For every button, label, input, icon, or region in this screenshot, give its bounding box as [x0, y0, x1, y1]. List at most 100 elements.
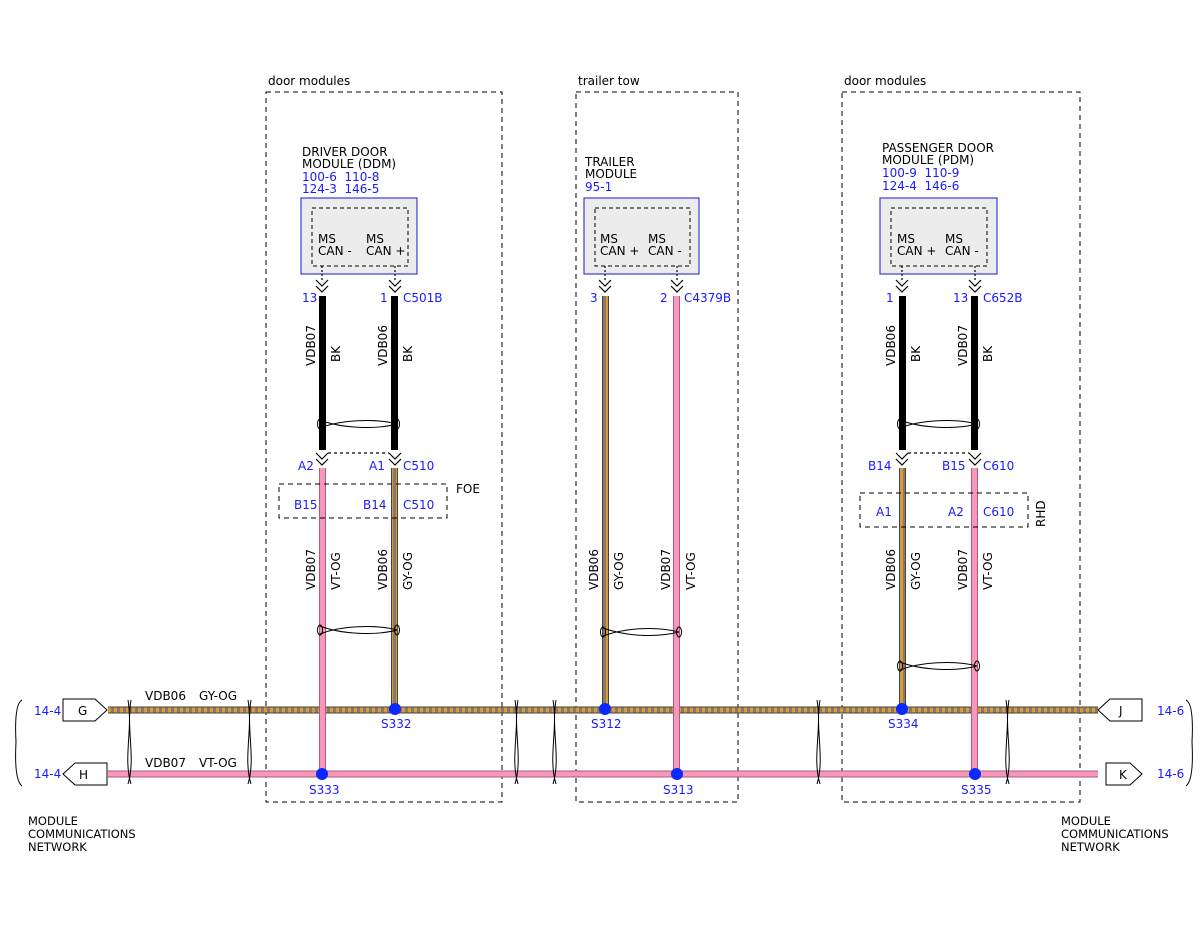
- tag-g: G: [78, 704, 87, 718]
- splice-s333-dot: [316, 768, 328, 780]
- ddm-lower-color-b: GY-OG: [401, 552, 415, 590]
- ddm-inline-connector: C510: [403, 459, 434, 473]
- pdm-wire-b-upper: [971, 296, 978, 450]
- foe-connector: C510: [403, 498, 434, 512]
- ddm-port-2-line1: MS: [366, 232, 384, 246]
- pdm-port-2-line2: CAN -: [945, 244, 979, 258]
- trailer-wire-a: [602, 296, 609, 710]
- ddm-name-1: DRIVER DOOR: [302, 145, 388, 159]
- tag-k: K: [1119, 768, 1128, 782]
- ddm-wire-a-lower: [319, 468, 326, 774]
- ddm-port-1-line2: CAN -: [318, 244, 352, 258]
- trailer-circuit-a: VDB06: [587, 549, 601, 590]
- trailer-port-2-line1: MS: [648, 232, 666, 246]
- network-right-line1: MODULE: [1061, 814, 1111, 828]
- splices: S332 S333 S312 S313 S334 S335: [309, 703, 992, 797]
- group-label-left: door modules: [268, 74, 350, 88]
- bus-top-circuit: VDB06: [145, 689, 186, 703]
- pdm-inline-pin-a: B14: [868, 459, 892, 473]
- connector-k: K 14-6: [1105, 762, 1184, 786]
- ddm-ref-2: 124-3 146-5: [302, 182, 379, 196]
- pdm-pin-b: 13: [953, 291, 968, 305]
- ddm-color-a: BK: [329, 345, 343, 362]
- pdm-ref-1: 100-9 110-9: [882, 166, 959, 180]
- connector-g: 14-4 G: [34, 698, 108, 722]
- ddm-lower-color-a: VT-OG: [329, 552, 343, 590]
- bus-twists: [127, 699, 1010, 785]
- trailer-pin-b: 2: [660, 291, 668, 305]
- trailer-color-b: VT-OG: [684, 552, 698, 590]
- trailer-ref-1: 95-1: [585, 180, 612, 194]
- group-box-right: door modules: [841, 74, 1081, 803]
- network-caption-left: MODULE COMMUNICATIONS NETWORK: [28, 814, 136, 854]
- trailer-port-2-line2: CAN -: [648, 244, 682, 258]
- pdm-port-2-line1: MS: [945, 232, 963, 246]
- network-left-line3: NETWORK: [28, 840, 87, 854]
- trailer-connector: C4379B: [684, 291, 731, 305]
- trailer-name-2: MODULE: [585, 167, 637, 181]
- pdm-color-a: BK: [909, 345, 923, 362]
- network-right-line3: NETWORK: [1061, 840, 1120, 854]
- pdm-wire-b-lower: [971, 468, 978, 774]
- network-left-line2: COMMUNICATIONS: [28, 827, 136, 841]
- ddm-wire-b-lower: [391, 468, 398, 710]
- splice-s312-dot: [599, 703, 611, 715]
- group-label-right: door modules: [844, 74, 926, 88]
- passenger-door-module: PASSENGER DOOR MODULE (PDM) 100-9 110-9 …: [879, 141, 998, 275]
- connector-h: 14-4 H: [34, 762, 108, 786]
- group-box-middle: trailer tow: [575, 74, 739, 803]
- rhd-pin-b: A2: [948, 505, 964, 519]
- pdm-name-1: PASSENGER DOOR: [882, 141, 994, 155]
- splice-s313: S313: [663, 783, 694, 797]
- splice-s313-dot: [671, 768, 683, 780]
- ref-right-top: 14-6: [1157, 704, 1184, 718]
- brace-right: [1185, 699, 1193, 787]
- splice-s334: S334: [888, 717, 919, 731]
- bus-bottom-circuit: VDB07: [145, 756, 186, 770]
- ddm-name-2: MODULE (DDM): [302, 157, 396, 171]
- pdm-circuit-a: VDB06: [884, 325, 898, 366]
- pdm-port-1-line2: CAN +: [897, 244, 936, 258]
- pdm-circuit-b: VDB07: [956, 325, 970, 366]
- connector-j: J 14-6: [1097, 698, 1184, 722]
- pdm-pin-a: 1: [886, 291, 894, 305]
- rhd-box: [859, 492, 1029, 528]
- pdm-color-b: BK: [981, 345, 995, 362]
- pdm-port-1-line1: MS: [897, 232, 915, 246]
- splice-s335-dot: [969, 768, 981, 780]
- ddm-inline-pin-b: A1: [369, 459, 385, 473]
- pdm-inline-pin-b: B15: [942, 459, 966, 473]
- bus-top-color: GY-OG: [199, 689, 237, 703]
- ref-right-bottom: 14-6: [1157, 767, 1184, 781]
- network-caption-right: MODULE COMMUNICATIONS NETWORK: [1061, 814, 1169, 854]
- pdm-wire-a-upper: [899, 296, 906, 450]
- ddm-ref-1: 100-6 110-8: [302, 170, 379, 184]
- ddm-inline-pin-a: A2: [298, 459, 314, 473]
- rhd-tag: RHD: [1034, 500, 1048, 527]
- pdm-connector: C652B: [983, 291, 1023, 305]
- trailer-wire-b: [673, 296, 680, 774]
- ddm-pin-a: 13: [302, 291, 317, 305]
- splice-s333: S333: [309, 783, 340, 797]
- foe-pin-a: B15: [294, 498, 318, 512]
- ddm-port-1-line1: MS: [318, 232, 336, 246]
- splice-s312: S312: [591, 717, 622, 731]
- pdm-lower-circuit-a: VDB06: [884, 549, 898, 590]
- splice-s334-dot: [896, 703, 908, 715]
- brace-left: [15, 699, 23, 787]
- trailer-circuit-b: VDB07: [659, 549, 673, 590]
- ref-left-top: 14-4: [34, 704, 61, 718]
- ddm-connector: C501B: [403, 291, 443, 305]
- ddm-wire-a-upper: [319, 296, 326, 450]
- ddm-wire-b-upper: [391, 296, 398, 450]
- wire-twists: [317, 418, 980, 672]
- rhd-connector: C610: [983, 505, 1014, 519]
- foe-pin-b: B14: [363, 498, 387, 512]
- bus-bottom-color: VT-OG: [199, 756, 237, 770]
- trailer-port-1-line1: MS: [600, 232, 618, 246]
- splice-s332: S332: [381, 717, 412, 731]
- pdm-lower-color-a: GY-OG: [909, 552, 923, 590]
- pdm-wire-a-lower: [899, 468, 906, 710]
- pdm-lower-circuit-b: VDB07: [956, 549, 970, 590]
